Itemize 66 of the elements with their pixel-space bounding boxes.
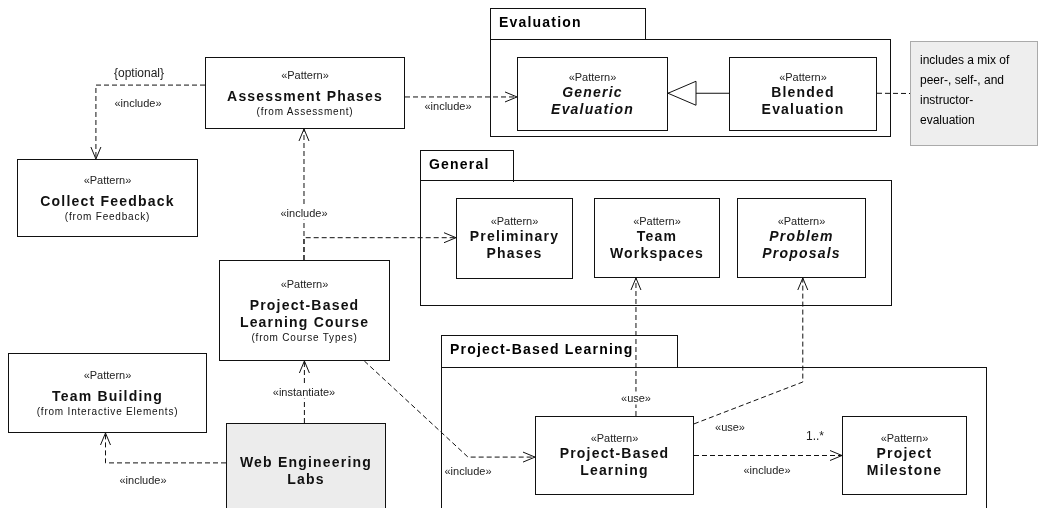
dashed-arrow [90, 84, 206, 160]
package-tab: General [420, 150, 514, 182]
class-name: Team Building [51, 387, 164, 405]
class-name: Problem Proposals [761, 227, 842, 262]
edge-label: «include» [113, 96, 163, 110]
origin-label: (from Assessment) [256, 104, 354, 118]
class-name: Collect Feedback [39, 192, 176, 210]
stereotype-label: «Pattern» [779, 70, 827, 84]
stereotype-label: «Pattern» [83, 173, 132, 187]
class-name: Generic Evaluation [550, 83, 635, 118]
class-name: Web Engineering Labs [238, 453, 374, 488]
pattern-class-box [226, 423, 386, 508]
pattern-class-box [594, 198, 720, 278]
dashed-arrow [303, 232, 457, 261]
pattern-class-box [535, 416, 694, 495]
stereotype-label: «Pattern» [280, 277, 329, 291]
class-name: Preliminary Phases [468, 228, 561, 262]
generalization-arrow [667, 80, 730, 106]
constraint-label: {optional} [112, 66, 166, 80]
edge-label: «use» [714, 420, 746, 434]
stereotype-label: «Pattern» [490, 215, 539, 228]
class-name: Project-Based Learning [558, 445, 671, 479]
dashed-arrow [693, 277, 809, 425]
stereotype-label: «Pattern» [590, 432, 639, 445]
pattern-class-box [842, 416, 967, 495]
package-frame [441, 335, 987, 508]
edge-label: «include» [118, 473, 168, 487]
pattern-class-box [205, 57, 405, 129]
class-name: Blended Evaluation [760, 83, 846, 118]
pattern-class-box [17, 159, 198, 237]
edge-label: «instantiate» [271, 385, 337, 399]
class-name: Project Milestone [865, 445, 944, 479]
dashed-arrow [630, 277, 642, 417]
dashed-arrow [298, 360, 310, 424]
package-frame [490, 8, 891, 137]
stereotype-label: «Pattern» [880, 432, 929, 445]
pattern-class-box [737, 198, 866, 278]
stereotype-label: «Pattern» [281, 68, 329, 82]
note-box: includes a mix of peer-, self-, and instructor-evaluation [910, 41, 1038, 146]
origin-label: (from Interactive Elements) [36, 404, 179, 418]
edge-label: «include» [423, 99, 473, 113]
class-name: Project-Based Learning Course [238, 296, 371, 331]
dashed-arrow [404, 91, 518, 103]
dashed-arrow [693, 450, 843, 461]
origin-label: (from Course Types) [251, 330, 358, 344]
pattern-class-box [219, 260, 390, 361]
pattern-class-box [517, 57, 668, 131]
edge-label: «include» [742, 463, 792, 477]
package-tab: Project-Based Learning [441, 335, 678, 367]
stereotype-label: «Pattern» [568, 70, 617, 84]
class-name: Team Workspaces [608, 227, 706, 262]
stereotype-label: «Pattern» [633, 214, 681, 228]
edge-label: «include» [443, 464, 493, 478]
package-tab: Evaluation [490, 8, 646, 40]
dashed-arrow [363, 360, 536, 463]
class-name: Assessment Phases [226, 87, 384, 105]
pattern-class-box [729, 57, 877, 131]
stereotype-label: «Pattern» [83, 368, 132, 382]
pattern-class-box [456, 198, 573, 279]
pattern-class-box [8, 353, 207, 433]
multiplicity-label: 1..* [805, 429, 825, 443]
edge-label: «include» [279, 206, 329, 220]
stereotype-label: «Pattern» [777, 214, 826, 228]
dashed-arrow [100, 432, 227, 464]
package-frame [420, 150, 892, 306]
origin-label: (from Feedback) [64, 209, 151, 223]
